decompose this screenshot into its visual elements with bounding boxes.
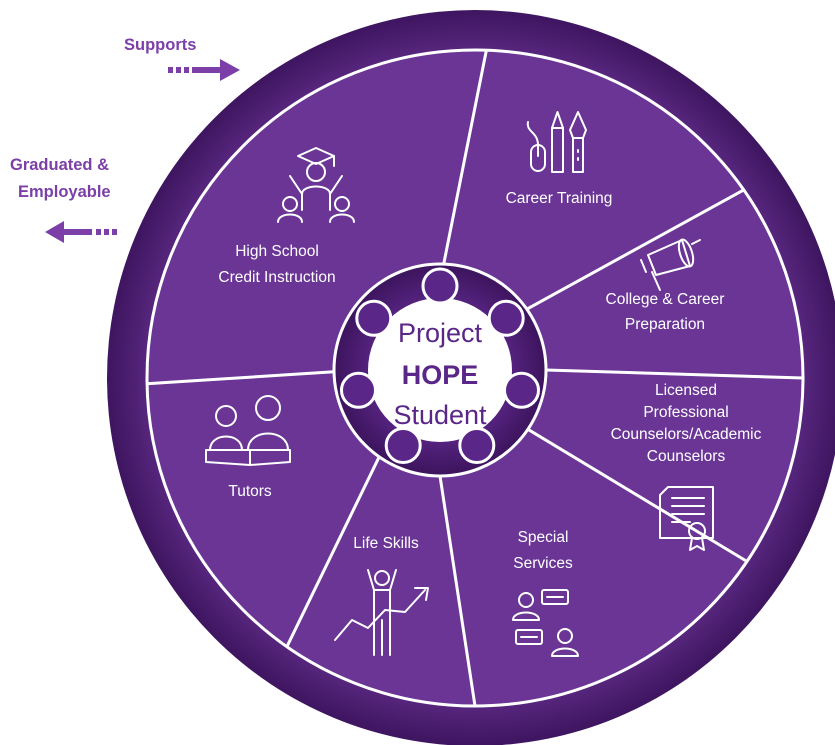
divider-life-tutors (438, 475, 477, 707)
divider-lines (145, 48, 805, 708)
divider-special-life (527, 428, 748, 563)
hub-dot (340, 371, 377, 409)
certificate-icon (659, 486, 714, 551)
label-special-line2: Services (513, 555, 573, 572)
center-line-student: Student (393, 400, 487, 430)
divider-career-college (442, 49, 488, 265)
label-life-skills: Life Skills (353, 535, 419, 552)
segment-special-services: Special Services (512, 529, 579, 657)
graduated-label-line2: Employable (18, 183, 111, 201)
label-career-training: Career Training (506, 190, 613, 207)
wheel-rim (145, 48, 805, 708)
hub-dot (487, 299, 525, 337)
divider-highschool-career (146, 370, 335, 386)
chat-people-icon (512, 589, 579, 657)
supports-label: Supports (124, 36, 196, 54)
divider-counselors-special (545, 368, 804, 380)
label-high-school-line1: High School (235, 243, 319, 260)
growth-person-icon (334, 569, 429, 656)
label-tutors: Tutors (228, 483, 272, 500)
segment-tutors: Tutors (205, 395, 291, 500)
hub-dot (503, 371, 540, 409)
segment-high-school-credit: High School Credit Instruction (218, 147, 355, 286)
label-high-school-line2: Credit Instruction (218, 269, 335, 286)
segment-college-career-prep: College & Career Preparation (606, 238, 725, 333)
center-line-hope: HOPE (402, 360, 479, 390)
graduated-label-line1: Graduated & (10, 156, 109, 174)
hub-dot (384, 427, 422, 464)
divider-tutors-highschool (285, 456, 381, 648)
segment-counselors: Licensed Professional Counselors/Academi… (611, 382, 762, 551)
segment-life-skills: Life Skills (334, 535, 429, 656)
label-counselors-line2: Professional (643, 404, 728, 421)
graduate-icon (277, 147, 355, 223)
label-college-prep-line2: Preparation (625, 316, 705, 333)
hub-dot (421, 267, 459, 305)
hub-dot (458, 427, 496, 464)
label-counselors-line3: Counselors/Academic (611, 426, 762, 443)
reading-people-icon (205, 395, 291, 466)
tools-icon (526, 111, 587, 173)
label-counselors-line1: Licensed (655, 382, 717, 399)
hub-dot (355, 299, 393, 337)
label-special-line1: Special (518, 529, 569, 546)
hub-center (368, 298, 512, 442)
center-line-project: Project (398, 318, 483, 348)
supports-arrow-icon (168, 59, 240, 81)
divider-college-counselors (526, 188, 745, 311)
label-counselors-line4: Counselors (647, 448, 726, 465)
hub-dots (340, 267, 540, 464)
label-college-prep-line1: College & Career (606, 291, 725, 308)
segment-career-training: Career Training (506, 111, 613, 207)
graduated-arrow-icon (45, 221, 117, 243)
megaphone-icon (640, 238, 701, 291)
